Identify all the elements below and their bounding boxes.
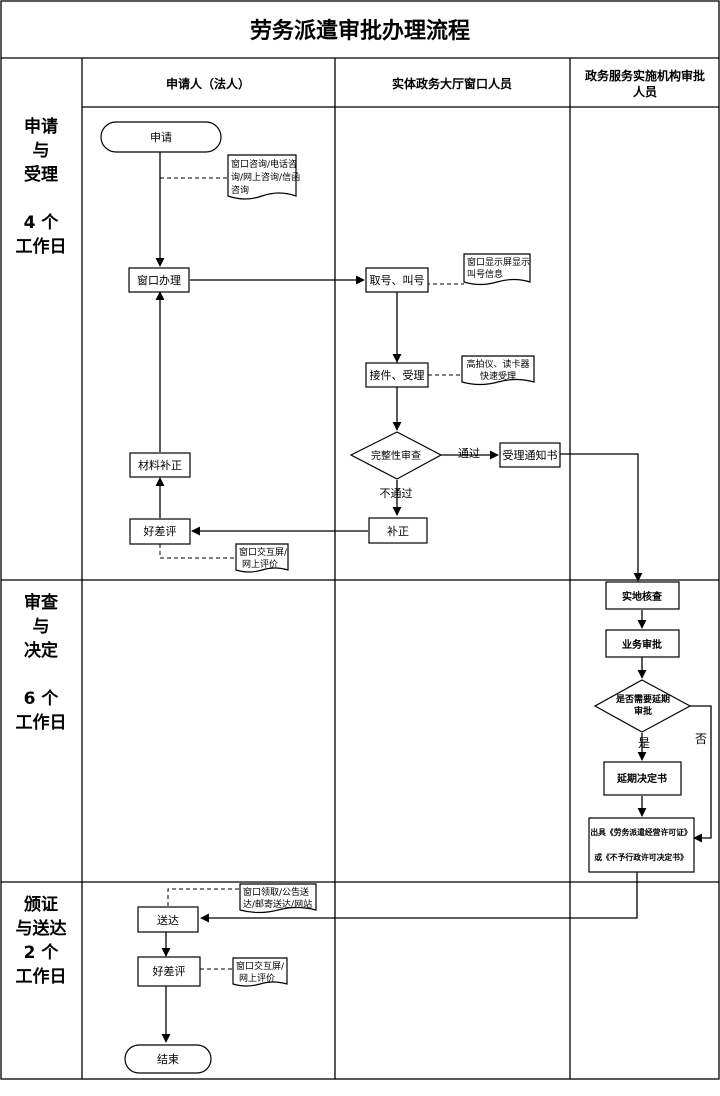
svg-text:快速受理: 快速受理 — [480, 370, 516, 382]
svg-text:窗口交互屏/: 窗口交互屏/ — [236, 960, 285, 972]
decision-integrity-check: 完整性审查 — [349, 431, 443, 480]
svg-text:受理: 受理 — [24, 164, 58, 185]
decision-extend: 是否需要延期 审批 — [593, 679, 692, 733]
lane-header-approver-line1: 政务服务实施机构审批 — [585, 68, 705, 83]
node-receive: 接件、受理 — [365, 362, 429, 388]
node-window-handle: 窗口办理 — [128, 267, 190, 293]
svg-text:窗口显示屏显示: 窗口显示屏显示 — [467, 256, 530, 268]
connectors — [155, 152, 712, 1043]
phase-label-accept: 申请 与 受理 4 个 工作日 — [16, 116, 67, 257]
svg-text:好差评: 好差评 — [144, 524, 177, 538]
svg-text:材料补正: 材料补正 — [138, 458, 182, 472]
node-accept-notice: 受理通知书 — [499, 442, 561, 468]
page-title: 劳务派遣审批办理流程 — [250, 18, 470, 44]
svg-text:完整性审查: 完整性审查 — [371, 449, 421, 462]
svg-text:2 个: 2 个 — [24, 942, 60, 963]
note-consult: 窗口咨询/电话咨 询/网上咨询/信函 咨询 — [227, 154, 300, 200]
node-good-bad-review-2: 好差评 — [137, 956, 201, 987]
svg-text:与: 与 — [33, 141, 50, 161]
svg-text:送达: 送达 — [157, 913, 179, 927]
svg-text:结束: 结束 — [157, 1053, 179, 1066]
svg-text:叫号信息: 叫号信息 — [467, 268, 503, 280]
svg-text:延期决定书: 延期决定书 — [616, 772, 667, 785]
svg-text:网上评价: 网上评价 — [242, 559, 278, 570]
label-no: 否 — [695, 732, 707, 746]
svg-text:好差评: 好差评 — [153, 964, 186, 978]
lane-header-applicant: 申请人（法人） — [166, 76, 250, 91]
svg-text:接件、受理: 接件、受理 — [370, 369, 425, 382]
svg-text:决定: 决定 — [24, 640, 58, 661]
svg-text:达/邮寄送达/网站: 达/邮寄送达/网站 — [243, 898, 312, 910]
node-deliver: 送达 — [137, 906, 199, 933]
svg-text:或《不予行政许可决定书》: 或《不予行政许可决定书》 — [594, 852, 688, 862]
end-node: 结束 — [124, 1044, 212, 1074]
lane-header-window: 实体政务大厅窗口人员 — [392, 76, 512, 91]
node-business-approve: 业务审批 — [605, 629, 680, 658]
phase-label-review: 审查 与 决定 6 个 工作日 — [16, 592, 67, 733]
svg-text:审查: 审查 — [24, 592, 59, 613]
label-fail: 不通过 — [380, 487, 413, 500]
svg-text:高拍仪、读卡器: 高拍仪、读卡器 — [466, 358, 529, 370]
node-supplement: 补正 — [368, 517, 428, 544]
svg-text:实地核查: 实地核查 — [622, 590, 663, 603]
svg-text:窗口交互屏/: 窗口交互屏/ — [239, 546, 288, 558]
svg-text:窗口办理: 窗口办理 — [137, 273, 181, 287]
svg-text:窗口咨询/电话咨: 窗口咨询/电话咨 — [231, 158, 297, 170]
svg-text:补正: 补正 — [387, 525, 409, 538]
node-extend-decision: 延期决定书 — [603, 761, 682, 796]
node-take-number: 取号、叫号 — [365, 267, 429, 293]
svg-text:颁证: 颁证 — [24, 895, 58, 915]
svg-text:咨询: 咨询 — [231, 184, 249, 196]
note-screen: 窗口显示屏显示 叫号信息 — [463, 253, 531, 286]
svg-text:是否需要延期: 是否需要延期 — [615, 693, 670, 705]
svg-text:询/网上咨询/信函: 询/网上咨询/信函 — [231, 171, 300, 183]
svg-text:申请: 申请 — [150, 131, 172, 144]
note-scanner: 高拍仪、读卡器 快速受理 — [461, 355, 535, 386]
svg-text:工作日: 工作日 — [16, 712, 67, 733]
svg-text:工作日: 工作日 — [16, 236, 67, 257]
label-pass: 通过 — [458, 447, 480, 460]
node-issue-license: 出具《劳务派遣经营许可证》 或《不予行政许可决定书》 — [588, 817, 695, 873]
svg-text:取号、叫号: 取号、叫号 — [370, 274, 425, 287]
svg-text:工作日: 工作日 — [16, 966, 67, 987]
node-good-bad-review: 好差评 — [129, 518, 191, 545]
phase-label-deliver: 颁证 与送达 2 个 工作日 — [16, 895, 67, 987]
note-eval-2: 窗口交互屏/ 网上评价 — [232, 957, 288, 987]
svg-text:出具《劳务派遣经营许可证》: 出具《劳务派遣经营许可证》 — [590, 827, 691, 837]
svg-text:与送达: 与送达 — [16, 918, 67, 939]
start-node-apply: 申请 — [100, 121, 222, 153]
svg-text:审批: 审批 — [634, 705, 652, 717]
svg-text:申请: 申请 — [24, 116, 58, 137]
label-yes: 是 — [638, 736, 650, 750]
note-collect: 窗口领取/公告送 达/邮寄送达/网站 — [239, 883, 317, 914]
node-site-check: 实地核查 — [605, 581, 680, 610]
svg-text:6 个: 6 个 — [24, 688, 60, 709]
svg-text:业务审批: 业务审批 — [622, 638, 662, 651]
node-material-fix: 材料补正 — [129, 452, 191, 478]
svg-text:4 个: 4 个 — [24, 212, 60, 233]
lane-header-approver-line2: 人员 — [633, 84, 657, 99]
svg-text:网上评价: 网上评价 — [239, 973, 275, 984]
svg-text:窗口领取/公告送: 窗口领取/公告送 — [243, 886, 309, 898]
note-eval-1: 窗口交互屏/ 网上评价 — [235, 543, 289, 573]
svg-text:受理通知书: 受理通知书 — [503, 448, 558, 462]
svg-text:与: 与 — [33, 617, 50, 637]
